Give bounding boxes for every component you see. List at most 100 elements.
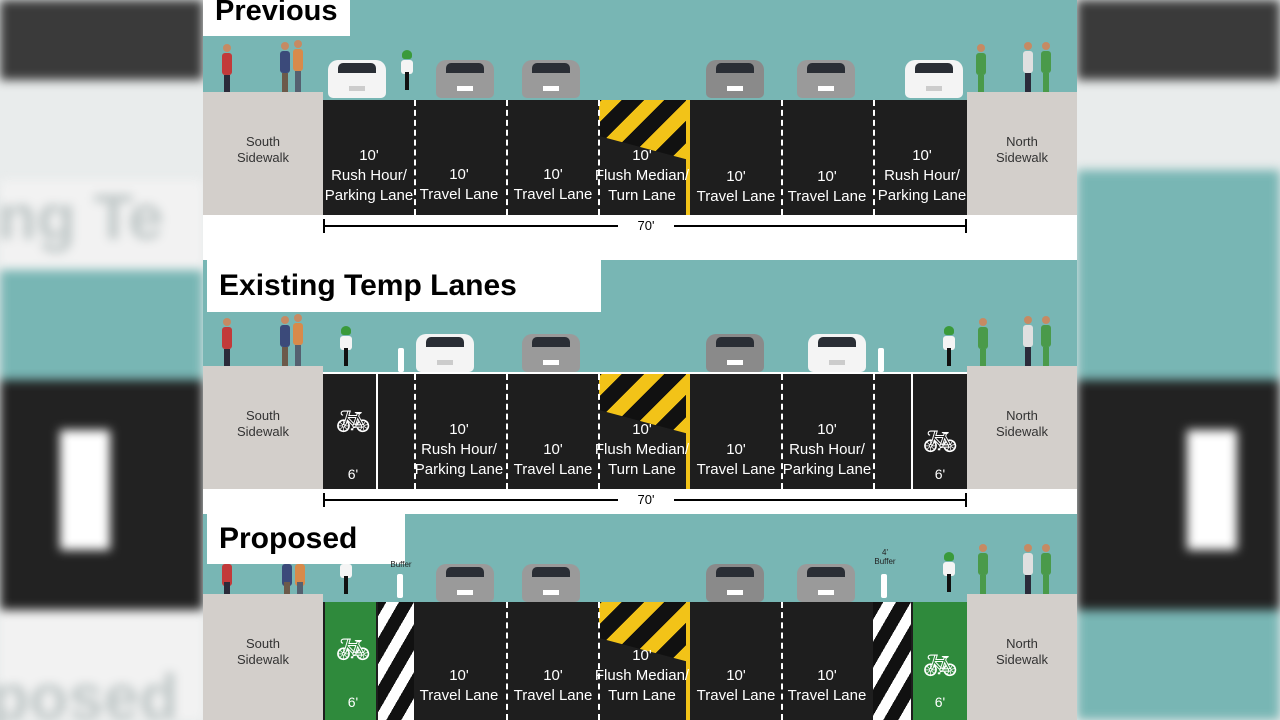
bike-lane-width: 6' [934,466,946,482]
lane-divider [598,100,600,215]
cyclist-icon [399,50,415,90]
dimension-tick [965,219,967,233]
lane-label: 10'Flush Median/ Turn Lane [594,647,690,704]
lane-label: 10'Travel Lane [513,441,593,478]
buffer-label: Buffer [390,560,412,569]
car-icon [706,60,764,98]
median-line [686,100,690,215]
south-sidewalk-label: South Sidewalk [236,408,290,439]
cyclist-icon [338,564,354,598]
panel-existing-temp-lanes: Existing Temp Lanes South Sidewalk North… [203,258,1077,512]
car-icon [797,60,855,98]
bike-buffer [378,602,414,720]
median-line [686,602,690,720]
pedestrian-icon [978,544,988,596]
lane-divider [598,374,600,489]
bicycle-icon: 🚲︎ [335,406,371,437]
pedestrian-icon [1023,42,1033,94]
panel-title: Previous [203,0,350,36]
car-icon [706,334,764,372]
bike-lane-width: 6' [347,694,359,710]
bike-lane-line [911,374,913,489]
bike-lane-line [376,374,378,489]
lane-divider [781,374,783,489]
pedestrian-icon [293,40,303,92]
panel-title: Proposed [207,514,405,564]
car-icon [522,334,580,372]
south-sidewalk: South Sidewalk [203,92,323,215]
blurred-right-background [1077,0,1280,720]
north-sidewalk-label: North Sidewalk [995,134,1049,165]
total-width-label: 70' [618,492,674,507]
pedestrian-icon [222,44,232,96]
car-icon [522,564,580,602]
pedestrian-icon [222,318,232,370]
lane-divider [781,602,783,720]
lane-label: 10'Travel Lane [419,166,499,203]
pedestrian-icon [976,44,986,96]
lane-label: 10'Travel Lane [696,441,776,478]
pedestrian-icon [978,318,988,370]
pedestrian-icon [222,564,232,596]
lane-label: 10'Travel Lane [696,667,776,704]
bike-lane-width: 6' [347,466,359,482]
north-sidewalk: North Sidewalk [967,92,1077,215]
car-icon [797,564,855,602]
south-sidewalk-label: South Sidewalk [236,636,290,667]
lane-label: 10'Travel Lane [787,667,867,704]
lane-divider [873,374,875,489]
bicycle-icon: 🚲︎ [922,426,958,457]
pedestrian-icon [295,564,305,596]
lane-label: 10'Flush Median/ Turn Lane [594,147,690,204]
car-icon [328,60,386,98]
lane-label: 10'Rush Hour/ Parking Lane [324,147,414,204]
pedestrian-icon [1041,544,1051,596]
total-width-label: 70' [618,218,674,233]
bicycle-icon: 🚲︎ [335,634,371,665]
car-icon [522,60,580,98]
pedestrian-icon [293,314,303,366]
pedestrian-icon [280,316,290,368]
lane-label: 10'Travel Lane [419,667,499,704]
north-sidewalk-label: North Sidewalk [995,408,1049,439]
panel-title: Existing Temp Lanes [207,260,601,312]
lane-divider [873,100,875,215]
flex-post-icon [878,348,884,372]
pedestrian-icon [1023,316,1033,368]
lane-label: 10'Rush Hour/ Parking Lane [877,147,967,204]
pedestrian-icon [1041,316,1051,368]
lane-divider [414,100,416,215]
lane-divider [414,374,416,489]
panel-proposed: Proposed Buffer 4' Buffer South Sidewalk… [203,512,1077,720]
car-icon [706,564,764,602]
blurred-left-background: ing Te posed [0,0,203,720]
lane-label: 10'Travel Lane [513,166,593,203]
lane-label: 10'Rush Hour/ Parking Lane [782,421,872,478]
pedestrian-icon [282,564,292,596]
car-icon [436,564,494,602]
median-line [686,374,690,489]
flex-post-icon [397,574,403,598]
dimension-tick [965,493,967,507]
north-sidewalk: North Sidewalk [967,594,1077,720]
cyclist-icon [338,326,354,366]
lane-label: 10'Travel Lane [513,667,593,704]
buffer-label: 4' Buffer [874,548,896,566]
lane-divider [781,100,783,215]
panel-previous: Previous South Sidewalk North Sidewalk 1… [203,0,1077,258]
protected-bike-lane [913,602,967,720]
pedestrian-icon [1023,544,1033,596]
lane-divider [506,374,508,489]
lane-label: 10'Travel Lane [696,168,776,205]
lane-label: 10'Travel Lane [787,168,867,205]
south-sidewalk: South Sidewalk [203,366,323,489]
south-sidewalk-label: South Sidewalk [236,134,290,165]
flex-post-icon [881,574,887,598]
flex-post-icon [398,348,404,372]
cyclist-icon [941,552,957,592]
lane-divider [506,602,508,720]
street-cross-section-diagram: Previous South Sidewalk North Sidewalk 1… [203,0,1077,720]
pedestrian-icon [280,42,290,94]
lane-divider [506,100,508,215]
lane-label: 10'Rush Hour/ Parking Lane [414,421,504,478]
